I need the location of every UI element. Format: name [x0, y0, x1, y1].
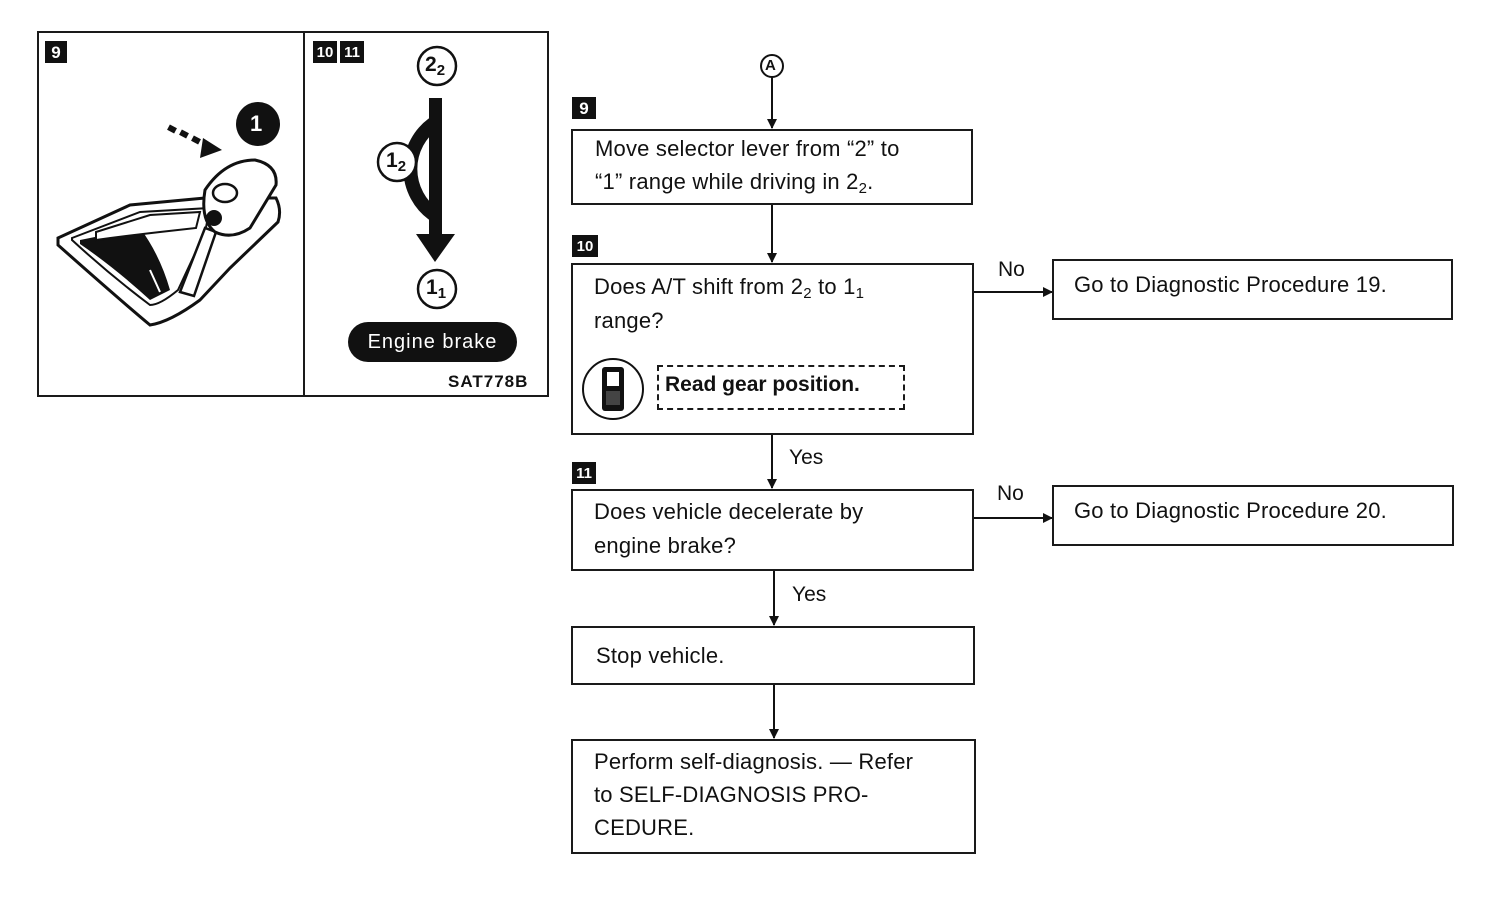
stop-vehicle-text: Stop vehicle. [596, 643, 725, 668]
panel-badge-9: 9 [45, 41, 67, 63]
illustration-frame [37, 31, 549, 397]
gear-label-top: 22 [425, 53, 446, 79]
illustration-divider [303, 31, 305, 397]
step10-yes-label: Yes [789, 446, 824, 469]
step11-line1: Does vehicle decelerate by [594, 499, 864, 524]
step9-box [571, 129, 973, 205]
step11-line2: engine brake? [594, 533, 737, 558]
panel-badge-11: 11 [340, 41, 364, 63]
gear-label-bottom: 11 [426, 276, 447, 302]
step10-no-label: No [998, 258, 1025, 281]
step11-no-result-text: Go to Diagnostic Procedure 20. [1074, 498, 1387, 523]
step9-line1: Move selector lever from “2” to [595, 136, 900, 161]
step9-line2: “1” range while driving in 22. [595, 169, 874, 197]
engine-brake-label: Engine brake [348, 322, 517, 362]
final-line2: to SELF-DIAGNOSIS PRO- [594, 782, 869, 807]
tool-note-text: Read gear position. [665, 373, 860, 396]
step11-yes-label: Yes [792, 583, 827, 606]
final-step-box [571, 739, 976, 854]
step9-badge: 9 [572, 97, 596, 119]
step11-no-result-box [1052, 485, 1454, 546]
step10-no-result-text: Go to Diagnostic Procedure 19. [1074, 272, 1387, 297]
connector-a-label: A [765, 57, 776, 74]
step10-line1: Does A/T shift from 22 to 11 [594, 274, 865, 302]
step10-no-result-box [1052, 259, 1453, 320]
final-line1: Perform self-diagnosis. — Refer [594, 749, 914, 774]
step10-line2: range? [594, 308, 664, 333]
step11-badge: 11 [572, 462, 596, 484]
stop-vehicle-box [571, 626, 975, 685]
panel-badge-10: 10 [313, 41, 337, 63]
figure-code: SAT778B [448, 372, 529, 391]
step11-no-label: No [997, 482, 1024, 505]
step11-box [571, 489, 974, 571]
gear-label-middle: 12 [386, 149, 407, 175]
final-line3: CEDURE. [594, 815, 695, 840]
tool-note-box: Read gear position. [657, 365, 905, 410]
step-marker-number: 1 [250, 111, 263, 136]
step10-badge: 10 [572, 235, 598, 257]
